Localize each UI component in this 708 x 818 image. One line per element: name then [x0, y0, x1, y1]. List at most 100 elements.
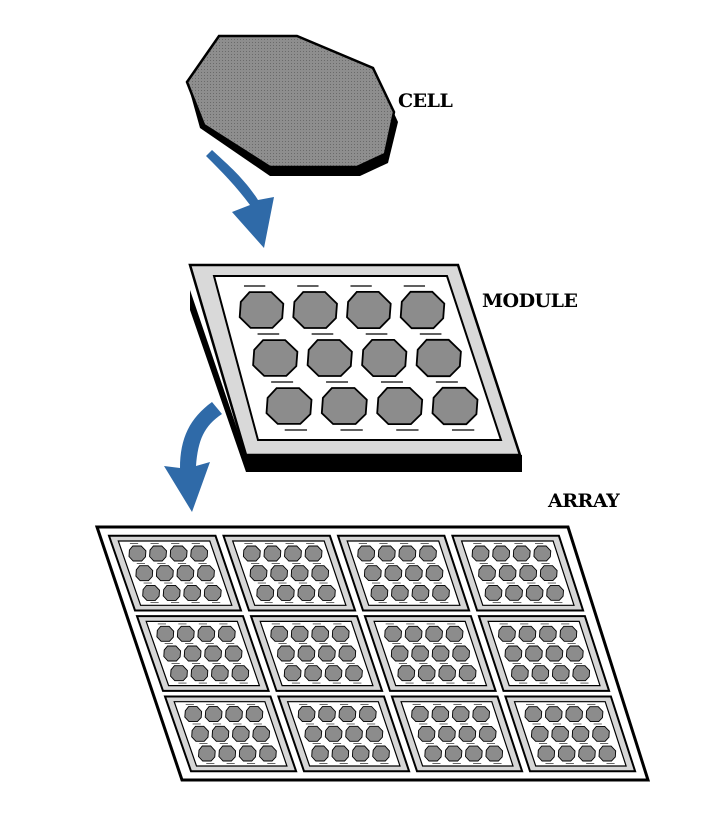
pv-cell — [511, 665, 529, 682]
module-cell-grid — [238, 285, 479, 431]
pv-cell — [351, 745, 370, 762]
pv-cell — [290, 625, 309, 642]
pv-cell — [345, 725, 363, 742]
pv-cell — [297, 645, 316, 662]
pv-cell — [551, 725, 569, 742]
pv-cell — [211, 665, 229, 682]
pv-cell — [458, 665, 477, 682]
pv-cell — [204, 645, 222, 662]
pv-cell — [425, 625, 443, 642]
array-module-grid — [107, 534, 637, 773]
pv-cell — [225, 706, 243, 723]
pv-cell — [306, 339, 353, 377]
module-label: MODULE — [482, 290, 578, 312]
module — [188, 263, 522, 472]
pv-cell — [276, 584, 295, 601]
pv-cell — [156, 625, 175, 642]
pv-cell — [265, 387, 313, 425]
pv-cell — [485, 745, 504, 762]
array-module — [451, 534, 585, 612]
pv-cell — [252, 725, 271, 742]
pv-cell — [203, 584, 222, 601]
pv-cell — [578, 745, 596, 762]
pv-cell — [224, 645, 243, 662]
pv-cell — [358, 706, 377, 723]
pv-cell — [565, 706, 583, 723]
pv-cell — [170, 665, 188, 682]
pv-cell — [478, 725, 497, 742]
curved-arrow-down-icon — [164, 402, 222, 512]
pv-cell — [155, 565, 174, 582]
pv-cell — [419, 545, 437, 562]
array-module — [249, 615, 384, 692]
pv-cell — [539, 625, 557, 642]
pv-cell — [270, 565, 288, 582]
pv-cell — [283, 665, 302, 682]
pv-cell — [465, 745, 483, 762]
array-label: ARRAY — [548, 490, 620, 512]
array-module — [363, 615, 497, 692]
cell-face — [185, 34, 396, 169]
array-module — [135, 615, 270, 692]
pv-cell — [184, 706, 203, 723]
pv-cell — [372, 745, 390, 762]
array-module — [222, 534, 357, 612]
pv-cell — [238, 291, 285, 329]
pv-cell — [377, 545, 396, 562]
pv-cell — [191, 725, 209, 742]
pv-cell — [572, 665, 591, 682]
pv-cell — [270, 625, 289, 642]
pv-cell — [533, 545, 552, 562]
pv-cell — [263, 545, 282, 562]
pv-cell — [346, 290, 392, 330]
pv-cell — [472, 706, 490, 723]
pv-cell — [585, 706, 604, 723]
pv-cell — [531, 665, 550, 682]
pv-cell — [525, 645, 543, 662]
pv-cell — [242, 545, 261, 562]
pv-cell — [565, 645, 584, 662]
array-module — [277, 695, 411, 773]
pv-cell — [445, 625, 464, 642]
pv-cell — [232, 725, 250, 742]
pv-cell — [398, 545, 417, 562]
pv-cell — [317, 584, 336, 601]
pv-cell — [384, 565, 403, 582]
pv-cell — [218, 745, 237, 762]
pv-cell — [399, 290, 446, 330]
pv-cell — [505, 584, 523, 601]
pv-cell — [424, 745, 442, 762]
pv-cell — [524, 706, 543, 723]
single-cell — [185, 34, 398, 176]
pv-cell — [190, 545, 209, 562]
pv-cell — [135, 565, 154, 582]
array-module — [336, 534, 471, 612]
pv-cell — [405, 565, 423, 582]
pv-cell — [391, 584, 409, 601]
pv-cell — [518, 625, 537, 642]
pv-cell — [411, 584, 430, 601]
pv-cell — [363, 565, 382, 582]
pv-cell — [431, 645, 450, 662]
pv-cell — [432, 584, 450, 601]
pv-cell — [384, 625, 402, 642]
pv-cell — [277, 645, 295, 662]
pv-cell — [484, 584, 503, 601]
pv-cell — [231, 665, 250, 682]
pv-cell — [525, 584, 544, 601]
pv-cell — [259, 745, 277, 762]
pv-cell — [397, 665, 416, 682]
pv-cell — [458, 725, 477, 742]
pv-cell — [546, 584, 564, 601]
pv-cell — [311, 625, 330, 642]
pv-cell — [431, 386, 479, 426]
array-module — [163, 695, 298, 773]
pv-cell — [284, 545, 302, 562]
pv-cell — [431, 706, 450, 723]
array-module — [504, 695, 637, 773]
pv-cell — [304, 665, 322, 682]
pv-cell — [292, 291, 338, 329]
pv-cell — [324, 665, 343, 682]
pv-cell — [345, 665, 363, 682]
pv-cell — [365, 725, 384, 742]
